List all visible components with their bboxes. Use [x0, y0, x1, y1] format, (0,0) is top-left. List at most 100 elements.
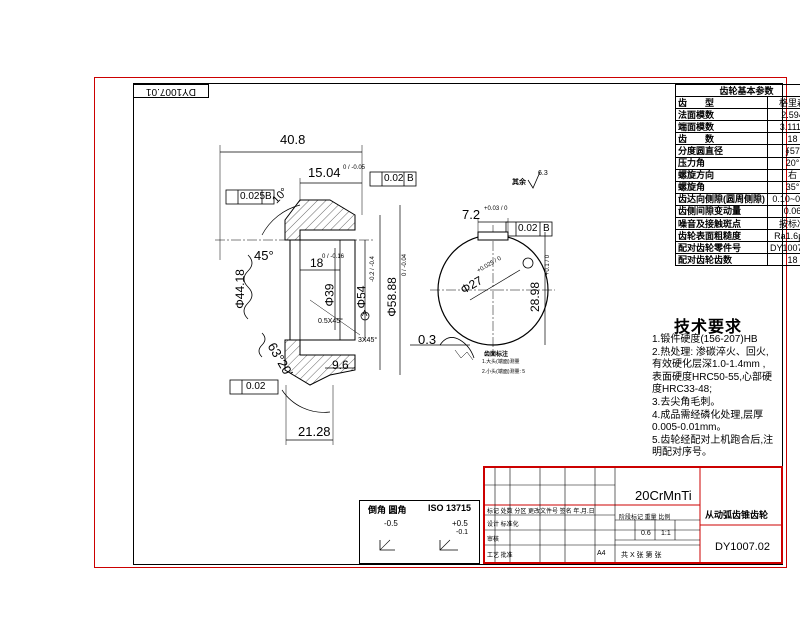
param-key: 端面模数 [675, 120, 768, 134]
dim-keyway-depth: 28.98 [528, 281, 543, 313]
dim-overall-length: 40.8 [280, 132, 306, 147]
dim-chamfer-inner: 0.5X45° [318, 318, 343, 325]
sheet-size: A4 [597, 550, 606, 557]
list-item: 度HRC33-48; [652, 384, 713, 396]
gdt-bottom-value: 0.02 [246, 381, 266, 392]
weight-value: 0.6 [641, 530, 651, 537]
gdt-runout-datum: B [265, 191, 272, 202]
params-header-key: 齿 型 [675, 96, 768, 110]
dim-chamfer-3: 3X45° [358, 337, 378, 344]
param-key: 齿侧间隙变动量 [675, 204, 768, 219]
dim-dia-44: Φ44.18 [232, 269, 247, 309]
part-name: 从动弧齿锥齿轮 [705, 510, 769, 520]
param-key: 齿 数 [675, 132, 768, 146]
list-item: 表面硬度HRC50-55,心部硬 [652, 371, 773, 383]
dim-d58: Φ58.88 [384, 277, 399, 317]
chamfer-left-value: -0.5 [384, 519, 398, 528]
gdt-flat-value: 0.02 [384, 173, 404, 184]
list-item: 有效硬化层深1.0-1.4mm , [652, 359, 766, 371]
gdt-runout-value: 0.025 [240, 191, 266, 202]
param-value: 0.10~0.15 [766, 192, 800, 206]
dim-d54-tol: -0.2 / -0.4 [369, 256, 376, 282]
param-value: 35° [766, 180, 800, 194]
list-item: 5.齿轮经配对上机跑合后,注 [652, 434, 774, 446]
dim-bore-length: 18 [310, 256, 324, 270]
param-key: 分度圆直径 [675, 144, 768, 158]
param-value: ∮57 [766, 144, 800, 158]
scale-value: 1:1 [661, 530, 671, 537]
param-value: 3.1111 [766, 120, 800, 134]
param-key: 齿轮表面粗糙度 [675, 229, 768, 243]
dim-d58-tol: 0 / -0.04 [402, 253, 409, 277]
dim-keyway-tol: +0.03 / 0 [484, 206, 508, 212]
params-header-value: 格里森 [766, 96, 800, 110]
sheets-text: 共 X 张 第 张 [621, 552, 662, 559]
dim-keyway-depth-tol: +0.1 / 0 [545, 254, 552, 276]
tech-requirements-title: 技术要求 [674, 319, 743, 336]
process-row: 工艺 批准 [487, 553, 513, 559]
list-item: 明配对序号。 [652, 447, 712, 459]
outer-border [94, 77, 787, 568]
dim-hub-tol: 0 / -0.05 [343, 165, 366, 171]
param-key: 法面模数 [675, 108, 768, 122]
param-value: 右 [766, 168, 800, 182]
title-block: 20CrMnTi 从动弧齿锥齿轮 DY1007.02 标记 处数 分区 更改文件… [483, 466, 783, 564]
dim-hub-length: 15.04 [308, 165, 341, 180]
params-title: 齿轮基本参数 [674, 83, 800, 98]
dim-angle-45: 45° [254, 248, 274, 263]
param-value: Ra1.6μm [766, 229, 800, 243]
drawing-number: DY1007.02 [715, 541, 771, 553]
param-key: 配对齿轮零件号 [675, 241, 768, 255]
list-item: 2.热处理: 渗碳淬火、回火, [652, 346, 769, 358]
param-key: 螺旋角 [675, 180, 768, 194]
param-value: 18 [766, 253, 800, 267]
sign-row: 标记 处数 分区 更改文件号 签名 年.月.日 [487, 509, 595, 515]
table-row: 配对齿轮零件号DY1007.01 [675, 241, 800, 255]
material: 20CrMnTi [635, 488, 692, 503]
chamfer-right-value: +0.5 [452, 519, 468, 528]
dim-keyway-width: 7.2 [462, 207, 481, 222]
table-row: 噪音及接触斑点按标准 [675, 217, 800, 231]
param-value: 2.594 [766, 108, 800, 122]
list-item: 1.锻件硬度(156-207)HB [652, 334, 758, 345]
dim-d54: Φ54 [354, 285, 369, 309]
dim-d39: Φ39 [322, 283, 337, 307]
table-row: 齿达向侧隙(圆周侧隙)0.10~0.15 [675, 192, 800, 206]
dim-len-9-6: 9.6 [332, 358, 349, 372]
param-key: 噪音及接触斑点 [675, 217, 768, 231]
param-key: 齿达向侧隙(圆周侧隙) [675, 192, 768, 206]
note-heading: 齿面标注 [484, 352, 509, 358]
gdt-keyway-value: 0.02 [518, 223, 538, 234]
tech-requirements-list: 1.锻件硬度(156-207)HB 2.热处理: 渗碳淬火、回火, 有效硬化层深… [652, 334, 780, 460]
param-key: 配对齿轮齿数 [675, 253, 768, 267]
chamfer-spec-box: 倒角 圆角 ISO 13715 -0.5 +0.5 -0.1 [359, 500, 480, 564]
list-item: 4.成品需经磷化处理,层厚 [652, 409, 764, 421]
param-value: 0.06 [766, 204, 800, 219]
dim-val-0-3: 0.3 [418, 332, 437, 347]
note-2: 2.小头(端面)测量: 5 [482, 369, 526, 375]
stage-label: 阶段标记 重量 比例 [619, 515, 671, 521]
param-value: 按标准 [766, 217, 800, 231]
param-value: 20° [766, 156, 800, 170]
table-row: 螺旋方向右 [675, 168, 800, 182]
list-item: 0.005-0.01mm。 [652, 422, 727, 434]
dim-bore-tol: 0 / -0.16 [322, 254, 345, 260]
note-1: 1.大头(端面)测量 [482, 359, 520, 365]
gdt-keyway-datum: B [543, 223, 550, 234]
design-row: 设计 标准化 [487, 522, 519, 528]
param-value: DY1007.01 [766, 241, 800, 255]
surface-symbol-value: 6.3 [538, 170, 548, 177]
list-item: 3.去尖角毛刺。 [652, 396, 721, 408]
gdt-flat-datum: B [407, 173, 414, 184]
chamfer-standard: ISO 13715 [428, 503, 472, 513]
